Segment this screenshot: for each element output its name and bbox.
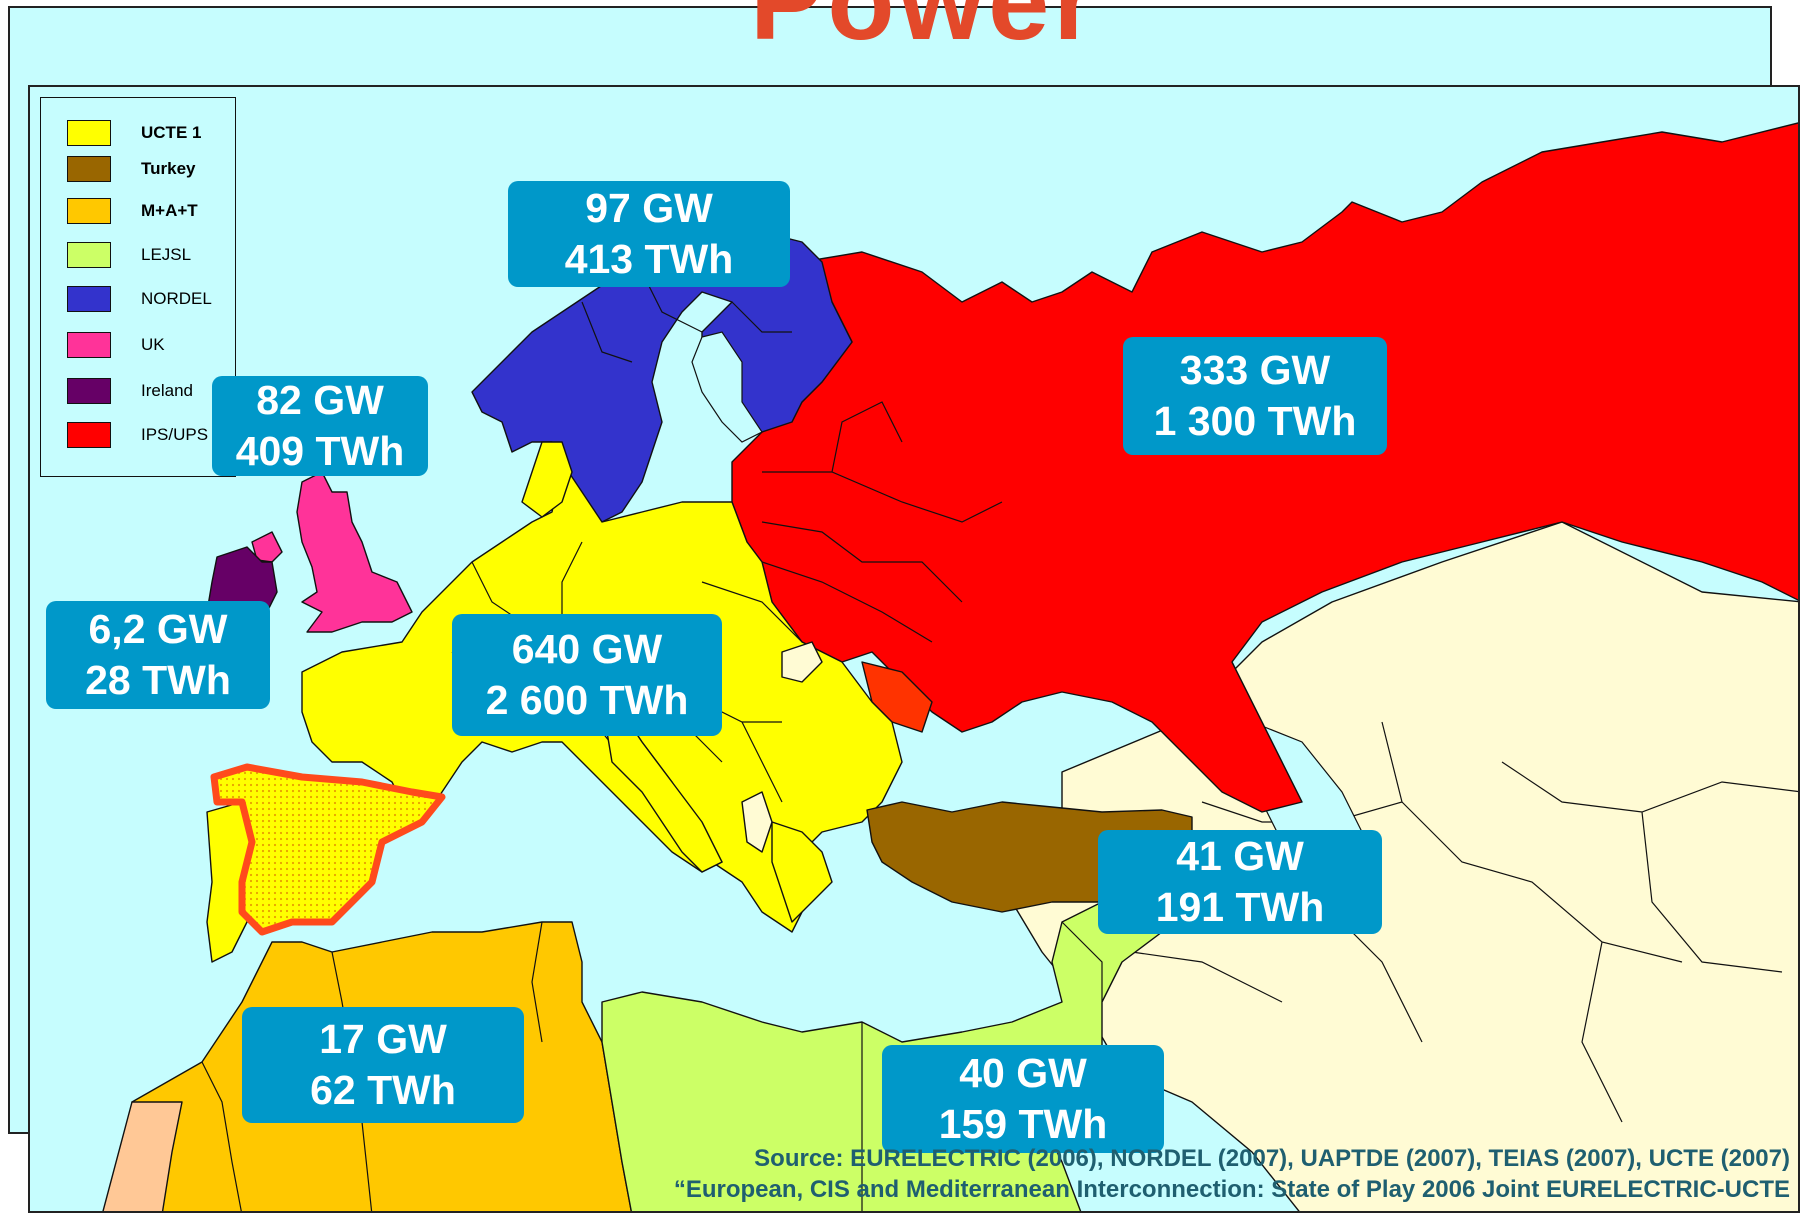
capacity-gw: 640 GW — [511, 626, 663, 672]
legend-swatch — [67, 156, 111, 182]
region-denmark — [521, 441, 573, 518]
capacity-box-ips-ups: 333 GW 1 300 TWh — [1123, 337, 1387, 455]
region-western-sahara — [102, 1101, 183, 1211]
legend-item-ips-ups: IPS/UPS — [67, 420, 208, 450]
capacity-gw: 333 GW — [1179, 347, 1331, 393]
energy-twh: 191 TWh — [1155, 884, 1325, 930]
capacity-box-ireland: 6,2 GW 28 TWh — [46, 601, 270, 709]
slide-title: Power — [750, 0, 1101, 63]
region-italy — [601, 701, 723, 873]
energy-twh: 28 TWh — [85, 657, 231, 703]
capacity-box-ucte: 640 GW 2 600 TWh — [452, 614, 722, 736]
energy-twh: 409 TWh — [235, 428, 405, 474]
capacity-gw: 97 GW — [585, 185, 713, 231]
legend-label: IPS/UPS — [141, 425, 209, 444]
capacity-gw: 40 GW — [959, 1050, 1087, 1096]
legend-label: LEJSL — [141, 245, 192, 264]
region-ireland — [206, 546, 278, 618]
capacity-box-mat: 17 GW 62 TWh — [242, 1007, 524, 1123]
source-line-1: Source: EURELECTRIC (2006), NORDEL (2007… — [754, 1145, 1790, 1172]
legend-item-nordel: NORDEL — [67, 284, 212, 314]
region-spain — [210, 763, 446, 936]
energy-twh: 1 300 TWh — [1153, 398, 1357, 444]
capacity-gw: 41 GW — [1176, 833, 1304, 879]
legend-label: NORDEL — [141, 289, 212, 308]
energy-twh: 413 TWh — [564, 236, 734, 282]
legend-swatch — [67, 422, 111, 448]
legend: UCTE 1 Turkey M+A+T LEJSL NORDEL UK Irel… — [40, 97, 236, 477]
region-greece — [771, 821, 833, 923]
legend-swatch — [67, 332, 111, 358]
legend-swatch — [67, 242, 111, 268]
legend-item-mat: M+A+T — [67, 196, 198, 226]
legend-item-turkey: Turkey — [67, 154, 196, 184]
legend-item-uk: UK — [67, 330, 165, 360]
capacity-gw: 17 GW — [319, 1016, 447, 1062]
region-other-land — [1011, 521, 1798, 1211]
legend-item-lejsl: LEJSL — [67, 240, 191, 270]
map-frame: UCTE 1 Turkey M+A+T LEJSL NORDEL UK Irel… — [28, 85, 1800, 1213]
capacity-gw: 82 GW — [256, 377, 384, 423]
capacity-box-lejsl: 40 GW 159 TWh — [882, 1045, 1164, 1153]
energy-twh: 2 600 TWh — [485, 677, 689, 723]
legend-item-ucte: UCTE 1 — [67, 118, 201, 148]
region-belarus-gap — [781, 641, 823, 683]
legend-item-ireland: Ireland — [67, 376, 193, 406]
region-albania-gap — [741, 791, 773, 853]
source-citation: Source: EURELECTRIC (2006), NORDEL (2007… — [674, 1143, 1790, 1205]
legend-label: Turkey — [141, 159, 196, 178]
legend-label: UCTE 1 — [141, 123, 202, 142]
region-uk — [296, 471, 413, 633]
legend-label: UK — [141, 335, 165, 354]
legend-swatch — [67, 198, 111, 224]
capacity-gw: 6,2 GW — [88, 606, 228, 652]
capacity-box-turkey: 41 GW 191 TWh — [1098, 830, 1382, 934]
source-line-2: “European, CIS and Mediterranean Interco… — [673, 1176, 1790, 1203]
legend-swatch — [67, 286, 111, 312]
legend-swatch — [67, 120, 111, 146]
legend-swatch — [67, 378, 111, 404]
legend-label: M+A+T — [141, 201, 198, 220]
energy-twh: 159 TWh — [938, 1101, 1108, 1147]
capacity-box-uk: 82 GW 409 TWh — [212, 376, 428, 476]
legend-label: Ireland — [141, 381, 193, 400]
energy-twh: 62 TWh — [310, 1067, 456, 1113]
capacity-box-nordel: 97 GW 413 TWh — [508, 181, 790, 287]
